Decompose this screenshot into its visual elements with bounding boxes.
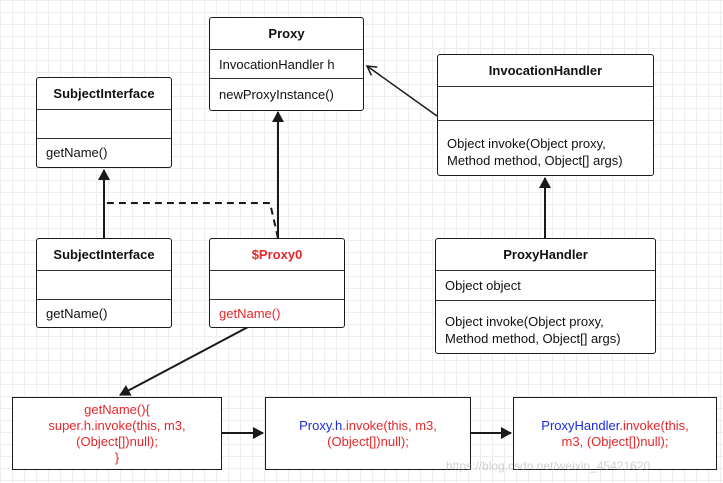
flow-box-proxyhandler-line2: m3, (Object[])null);: [561, 433, 669, 449]
class-proxy0-method: getName(): [219, 305, 281, 321]
class-proxy-handler[interactable]: ProxyHandler Object object Object invoke…: [435, 238, 656, 354]
class-proxy0-name: $Proxy0: [251, 247, 303, 262]
link-proxy0-to-flow1: [119, 326, 249, 396]
flow-box-proxy-h-prefix: Proxy.h: [299, 417, 343, 433]
flow-box-getname-line4: }: [114, 449, 120, 465]
flow-box-getname-line3: (Object[])null);: [76, 433, 158, 449]
class-proxy-method: newProxyInstance(): [219, 86, 334, 102]
class-subject-interface-top-name: SubjectInterface: [53, 86, 155, 101]
flow-box-proxy-h-invoke[interactable]: Proxy.h.invoke(this, m3, (Object[])null)…: [265, 397, 471, 470]
link-proxy0-realizes-subject: [104, 202, 279, 239]
flow-box-proxyhandler-invoke[interactable]: ProxyHandler.invoke(this, m3, (Object[])…: [513, 397, 717, 470]
class-subject-interface-top-method: getName(): [46, 145, 108, 160]
flow-box-proxy-h-line2: (Object[])null);: [327, 433, 409, 449]
flow-box-getname-line1: getName(){: [84, 401, 150, 417]
class-invocation-handler[interactable]: InvocationHandler Object invoke(Object p…: [437, 54, 654, 176]
class-proxy0[interactable]: $Proxy0 getName(): [209, 238, 345, 328]
class-invocation-handler-method-line2: Method method, Object[] args): [447, 153, 623, 168]
class-proxy-name: Proxy: [268, 26, 305, 41]
flow-box-getname-line2: super.h.invoke(this, m3,: [48, 417, 186, 433]
class-subject-interface-top[interactable]: SubjectInterface getName(): [36, 77, 172, 168]
class-invocation-handler-name: InvocationHandler: [488, 63, 603, 78]
flow-box-proxyhandler-suffix: .invoke(this,: [619, 417, 689, 433]
class-subject-interface-bottom-name: SubjectInterface: [53, 247, 155, 262]
class-proxy[interactable]: Proxy InvocationHandler h newProxyInstan…: [209, 17, 364, 111]
link-invocationhandler-to-proxy: [365, 65, 438, 117]
flow-box-getname[interactable]: getName(){ super.h.invoke(this, m3, (Obj…: [12, 397, 222, 470]
class-proxy-handler-method-line1: Object invoke(Object proxy,: [445, 314, 604, 329]
class-invocation-handler-method-line1: Object invoke(Object proxy,: [447, 136, 606, 151]
class-subject-interface-bottom[interactable]: SubjectInterface getName(): [36, 238, 172, 328]
class-proxy-handler-method-line2: Method method, Object[] args): [445, 331, 621, 346]
class-proxy-handler-name: ProxyHandler: [503, 247, 588, 262]
flow-box-proxy-h-suffix: .invoke(this, m3,: [342, 417, 437, 433]
flow-box-proxyhandler-prefix: ProxyHandler: [541, 417, 620, 433]
class-proxy-handler-field: Object object: [445, 278, 521, 293]
class-subject-interface-bottom-method: getName(): [46, 305, 108, 321]
class-proxy-field: InvocationHandler h: [219, 56, 335, 72]
watermark: https://blog.csdn.net/weixin_45421620: [446, 459, 651, 473]
